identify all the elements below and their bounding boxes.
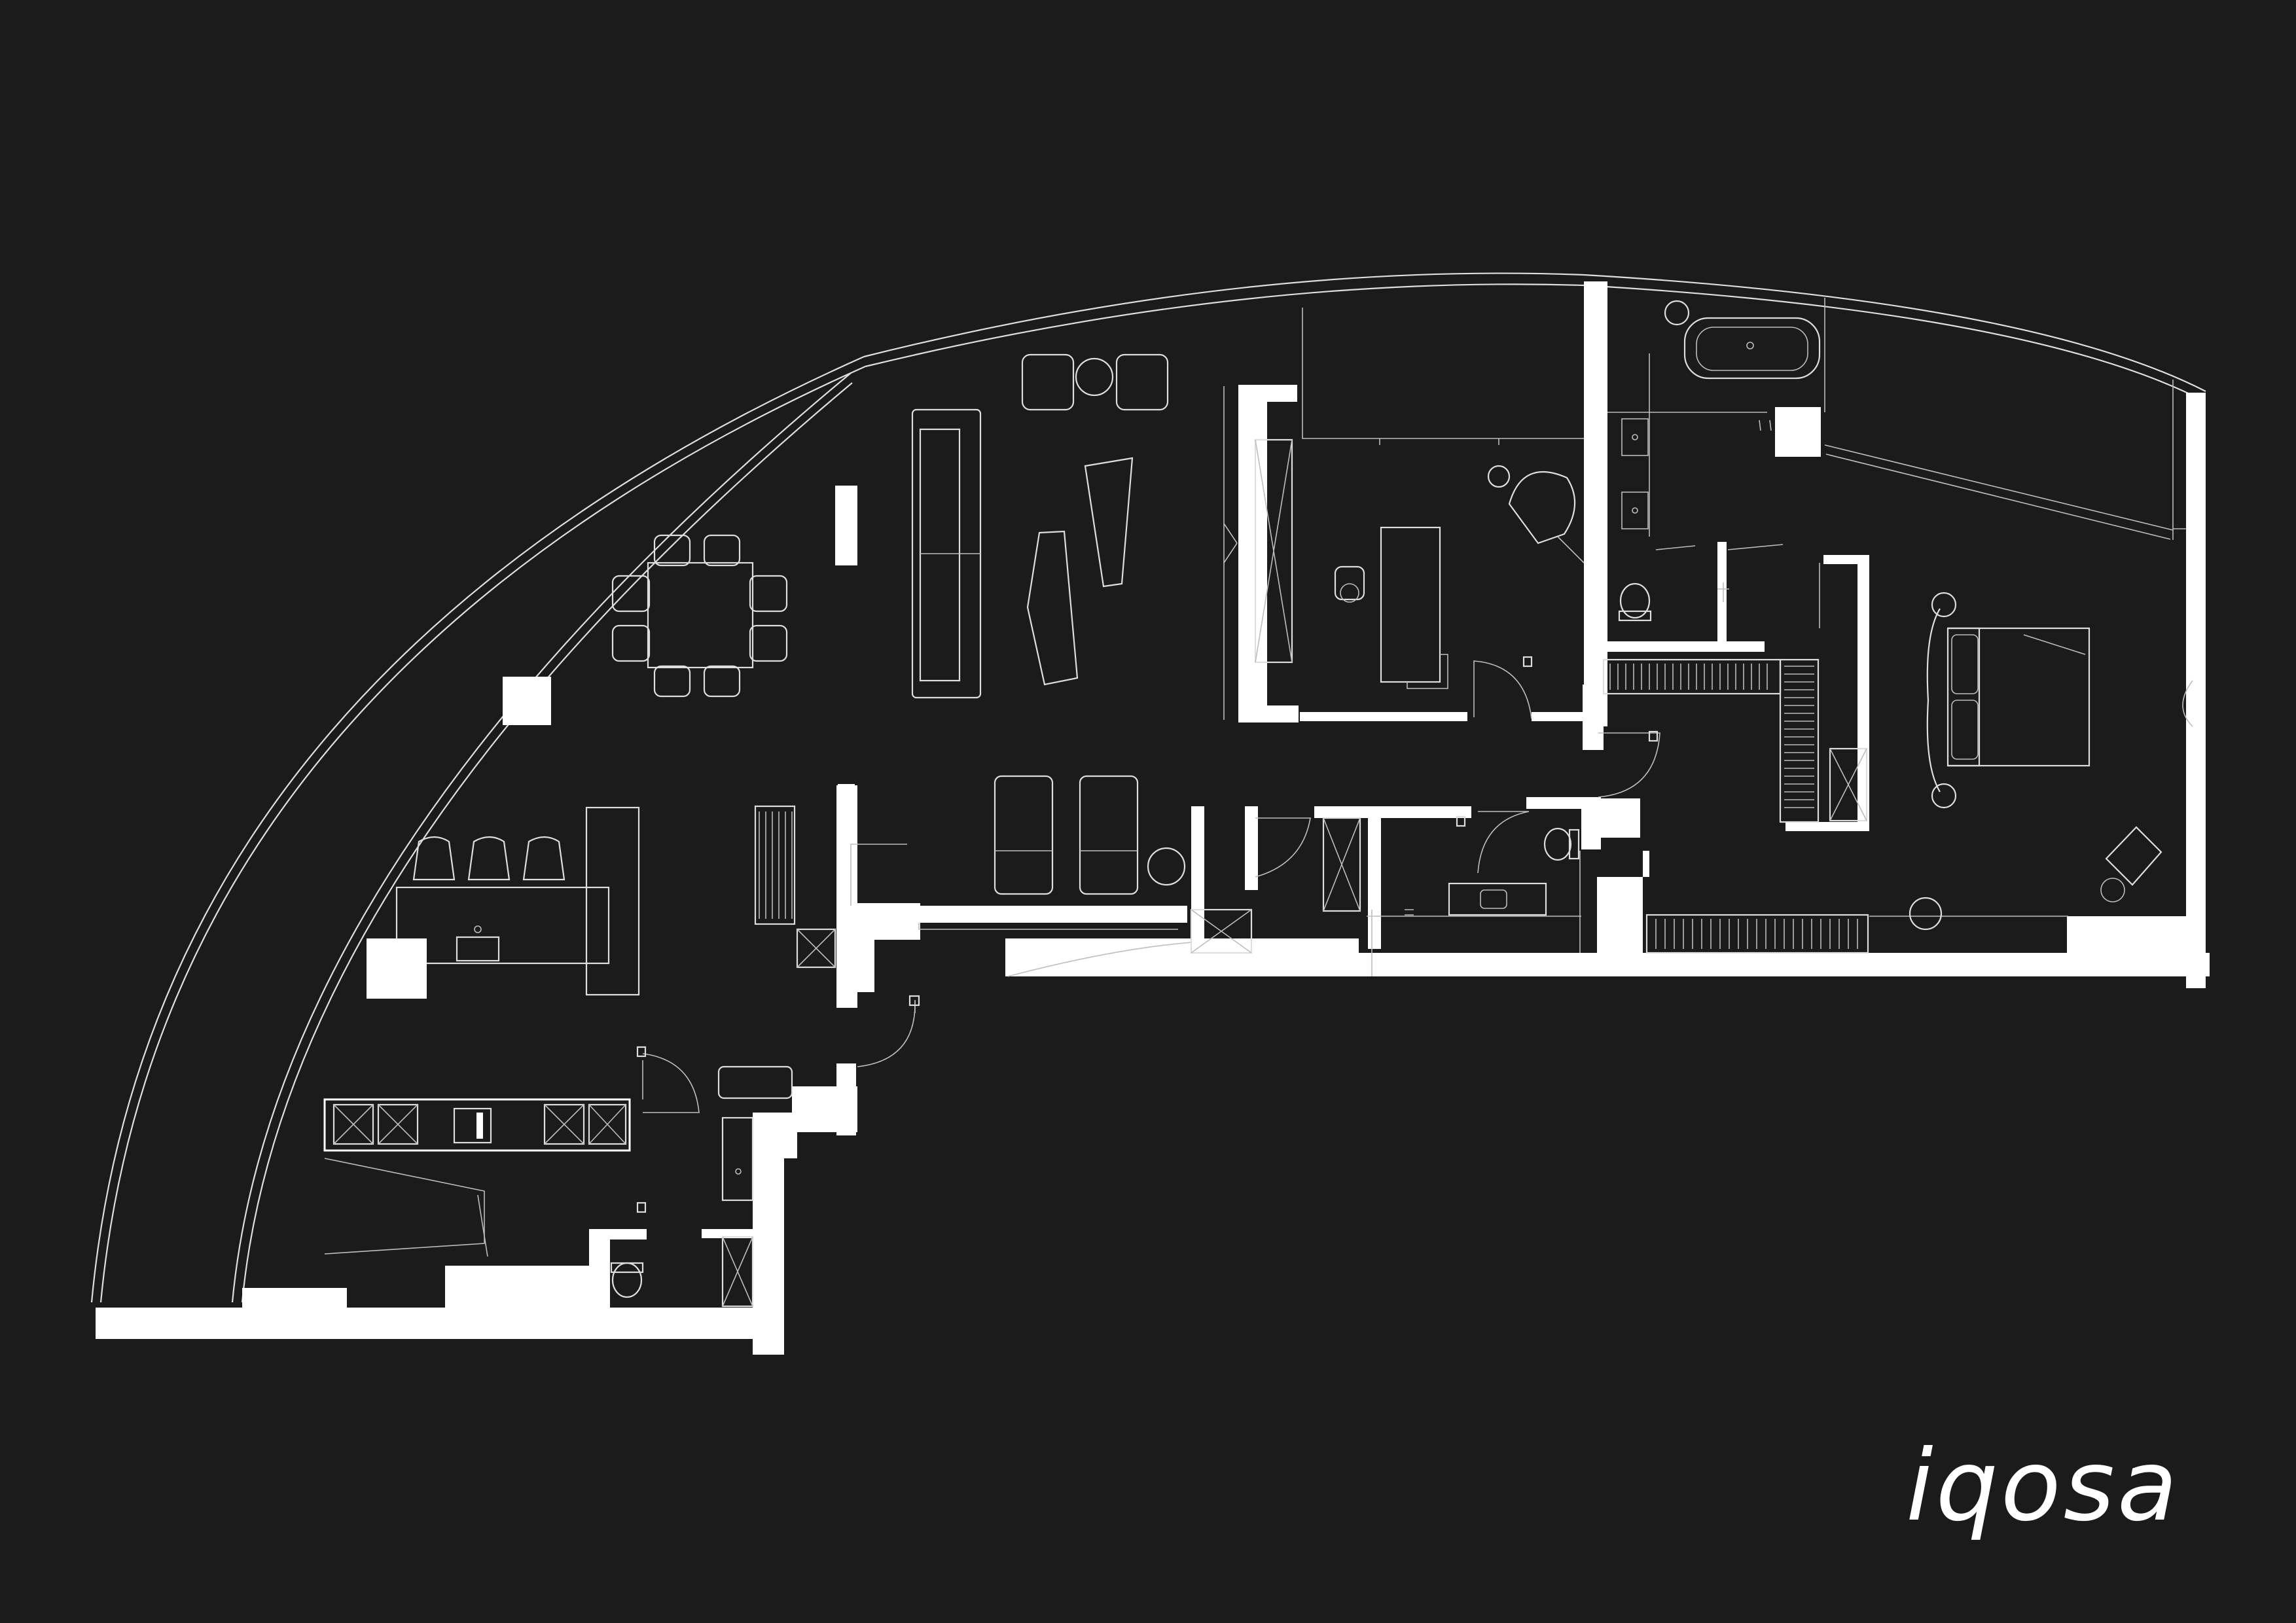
loungers: [994, 775, 1186, 895]
walls: [96, 281, 2210, 1355]
armchair: [1508, 471, 1576, 544]
living-dining: [503, 353, 1169, 725]
desk: [1380, 526, 1441, 683]
bench: [1926, 608, 1941, 793]
column: [367, 938, 427, 999]
toilet-icon: [1543, 827, 1580, 861]
kitchen-island: [395, 886, 610, 965]
chair-icon: [611, 534, 788, 698]
study: [1223, 438, 1585, 689]
bathtub-icon: [1683, 317, 1821, 380]
curved-facade: [90, 272, 2206, 1303]
interior-lines: [850, 386, 2193, 977]
chair-icon: [412, 836, 565, 881]
chair-icon: [1334, 565, 1365, 603]
toilet-icon: [610, 1262, 644, 1298]
lounger: [994, 775, 1054, 895]
bed-icon: [1946, 627, 2090, 767]
door-swing-icon: [636, 419, 1772, 1213]
column: [503, 677, 551, 725]
armchair: [2105, 826, 2162, 886]
brand-logo: iqosa: [1906, 1429, 2180, 1543]
toilet-icon: [1618, 582, 1652, 622]
pantry: [754, 805, 836, 969]
lounger: [1079, 775, 1139, 895]
wardrobe: [1602, 658, 2068, 954]
master-bath: [1618, 300, 1821, 622]
utility: [323, 1065, 793, 1308]
dining-table: [647, 562, 754, 669]
kitchen: [367, 805, 836, 999]
master-bedroom: [1909, 592, 2162, 931]
corridor-rooms: [1190, 817, 1580, 954]
wall-south-west: [96, 1308, 784, 1339]
